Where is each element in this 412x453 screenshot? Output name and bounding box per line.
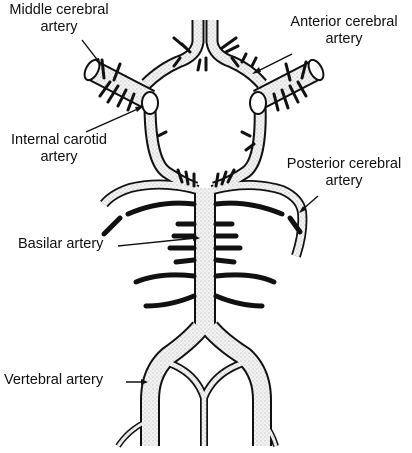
- internal-carotid-cross-section-right: [249, 91, 267, 115]
- label-vertebral-artery: Vertebral artery: [4, 372, 104, 388]
- label-internal-carotid-line-2: artery: [40, 149, 78, 165]
- label-middle-cerebral-artery: Middle cerebral artery: [0, 2, 118, 36]
- internal-carotid-cross-section-left: [141, 91, 159, 115]
- label-posterior-cerebral-line-1: Posterior cerebral: [286, 156, 402, 172]
- label-anterior-cerebral-line-2: artery: [325, 31, 363, 47]
- label-posterior-cerebral-artery: Posterior cerebral artery: [278, 156, 410, 190]
- label-basilar-artery: Basilar artery: [18, 236, 104, 252]
- label-posterior-cerebral-line-2: artery: [325, 173, 363, 189]
- vessel-network: [83, 20, 325, 448]
- pontine-and-cerebellar-branches: [101, 200, 303, 309]
- label-anterior-cerebral-line-1: Anterior cerebral: [290, 14, 398, 30]
- pointer-posterior-cerebral: [301, 195, 319, 211]
- pointer-basilar: [117, 237, 197, 247]
- perforating-branches: [98, 36, 308, 188]
- pointer-internal-carotid: [85, 107, 141, 133]
- label-internal-carotid-artery: Internal carotid artery: [0, 132, 118, 166]
- label-middle-cerebral-line-1: Middle cerebral: [9, 2, 109, 18]
- label-pointers: [81, 39, 319, 385]
- pointer-middle-cerebral: [81, 39, 100, 63]
- label-internal-carotid-line-1: Internal carotid: [11, 132, 107, 148]
- label-middle-cerebral-line-2: artery: [40, 19, 78, 35]
- pointer-anterior-cerebral: [255, 53, 293, 73]
- label-anterior-cerebral-artery: Anterior cerebral artery: [280, 14, 408, 48]
